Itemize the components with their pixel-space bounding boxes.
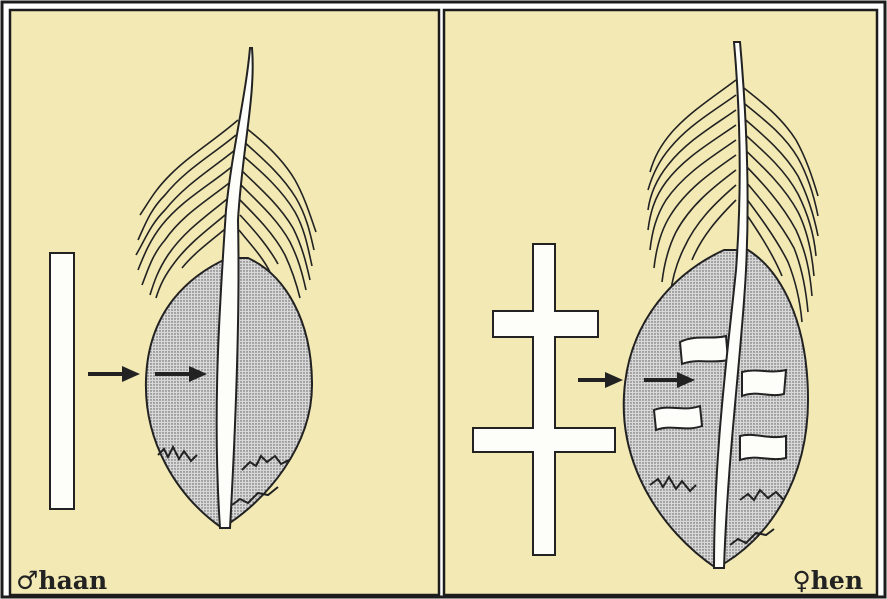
panel-rooster bbox=[10, 10, 439, 595]
panel-hen bbox=[444, 10, 877, 595]
caption-label: hen bbox=[811, 566, 863, 595]
male-symbol-icon: ♂ bbox=[16, 566, 38, 595]
pattern-bar-plain bbox=[50, 253, 74, 509]
caption-female: ♀hen bbox=[792, 568, 863, 593]
female-symbol-icon: ♀ bbox=[792, 566, 810, 595]
caption-label: haan bbox=[38, 566, 107, 595]
caption-male: ♂haan bbox=[16, 568, 107, 593]
